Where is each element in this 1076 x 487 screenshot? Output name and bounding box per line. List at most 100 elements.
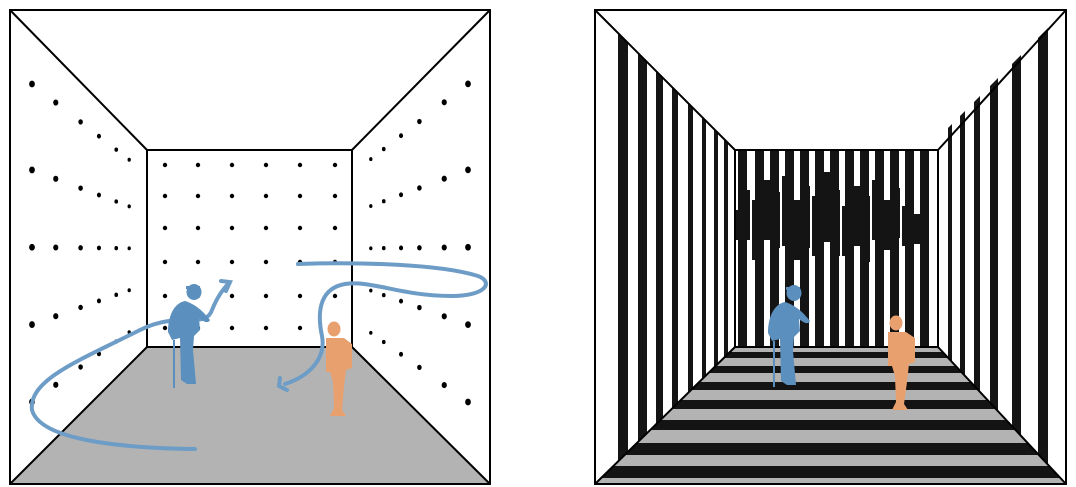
wall-dot xyxy=(53,313,58,319)
wandering-path-right xyxy=(285,263,486,384)
pattern-block xyxy=(812,196,820,256)
wall-dot xyxy=(465,244,471,251)
pattern-block xyxy=(742,190,750,240)
wall-dot xyxy=(97,246,101,251)
wall-dot xyxy=(128,246,131,250)
wall-dot xyxy=(298,294,302,298)
floor-stripe xyxy=(625,443,1039,455)
wall-dot xyxy=(333,163,337,167)
wall-stripe xyxy=(948,124,952,362)
pattern-block xyxy=(912,214,920,244)
wall-dot xyxy=(114,293,118,297)
wall-stripe xyxy=(905,150,914,347)
wall-dot xyxy=(114,246,118,250)
wall-dot xyxy=(465,80,471,87)
wall-dot xyxy=(78,245,83,250)
wall-dot xyxy=(442,176,447,182)
wall-dot xyxy=(399,352,403,357)
wall-dot xyxy=(369,289,372,293)
wall-dot xyxy=(128,204,131,208)
pattern-block xyxy=(892,188,900,238)
pattern-block xyxy=(822,172,830,242)
wall-stripe xyxy=(1038,28,1048,465)
wall-dot xyxy=(465,321,471,328)
wall-dot xyxy=(264,294,268,298)
wall-dot xyxy=(163,163,167,167)
pattern-block xyxy=(802,186,810,248)
pattern-block xyxy=(882,200,890,250)
wall-dot xyxy=(382,340,386,344)
wall-dot xyxy=(399,133,403,138)
wall-dot xyxy=(333,294,337,298)
wall-dot xyxy=(382,147,386,151)
wall-dot xyxy=(369,331,372,335)
wall-dot xyxy=(417,245,422,250)
wall-dot xyxy=(442,382,447,388)
wall-dot xyxy=(196,163,200,167)
wall-dot xyxy=(230,194,234,198)
wall-dot xyxy=(230,326,234,330)
wall-dot xyxy=(230,163,234,167)
dotted-room-panel xyxy=(0,0,500,487)
pattern-block xyxy=(842,206,850,256)
wall-dot xyxy=(465,399,471,406)
wall-stripe xyxy=(920,150,929,347)
wall-dot xyxy=(230,260,234,264)
wall-dot xyxy=(298,326,302,330)
wall-dot xyxy=(369,246,372,250)
wall-dot xyxy=(29,167,35,174)
wall-dot xyxy=(29,321,35,328)
pattern-block xyxy=(762,180,770,240)
pattern-block xyxy=(872,180,880,240)
pattern-block xyxy=(862,196,870,262)
wall-dot xyxy=(382,293,386,297)
wall-dot xyxy=(333,226,337,230)
wall-dot xyxy=(53,99,58,105)
striped-room-illustration xyxy=(590,0,1076,487)
wall-dot xyxy=(128,158,131,162)
floor-stripe xyxy=(691,382,978,390)
wall-dot xyxy=(417,365,422,370)
pattern-block xyxy=(852,186,860,246)
wall-dot xyxy=(128,288,131,292)
wall-dot xyxy=(264,226,268,230)
wall-stripe xyxy=(702,117,706,379)
wall-dot xyxy=(97,193,101,198)
wall-stripe xyxy=(960,111,965,376)
wall-dot xyxy=(163,226,167,230)
wall-dot xyxy=(417,119,422,124)
wall-dot xyxy=(230,294,234,298)
wall-dot xyxy=(442,313,447,319)
wall-dot xyxy=(230,226,234,230)
wall-dot xyxy=(399,246,403,251)
pattern-block xyxy=(832,190,840,256)
wall-dot xyxy=(298,194,302,198)
wall-stripe xyxy=(738,150,747,347)
wall-stripe xyxy=(714,129,718,367)
wall-dot xyxy=(382,199,386,203)
wall-dot xyxy=(163,326,167,330)
pattern-block xyxy=(782,176,790,246)
wall-stripe xyxy=(688,103,693,393)
floor-stripe xyxy=(708,366,962,373)
wall-dot xyxy=(78,185,83,190)
wall-stripe xyxy=(672,87,678,409)
wall-dot xyxy=(264,194,268,198)
wall-dot xyxy=(399,299,403,304)
pattern-block xyxy=(772,192,780,248)
wall-dot xyxy=(465,166,471,173)
wall-dot xyxy=(196,194,200,198)
wall-stripe xyxy=(618,33,628,461)
wall-dot xyxy=(78,364,83,369)
wall-dot xyxy=(196,226,200,230)
wall-dot xyxy=(369,157,372,161)
wall-stripe xyxy=(656,71,663,424)
wall-stripe xyxy=(990,78,998,411)
wall-dot xyxy=(333,194,337,198)
wall-dot xyxy=(196,260,200,264)
wall-dot xyxy=(442,244,447,250)
wall-dot xyxy=(264,326,268,330)
wall-dot xyxy=(53,382,58,388)
wall-dot xyxy=(264,260,268,264)
wall-dot xyxy=(298,226,302,230)
